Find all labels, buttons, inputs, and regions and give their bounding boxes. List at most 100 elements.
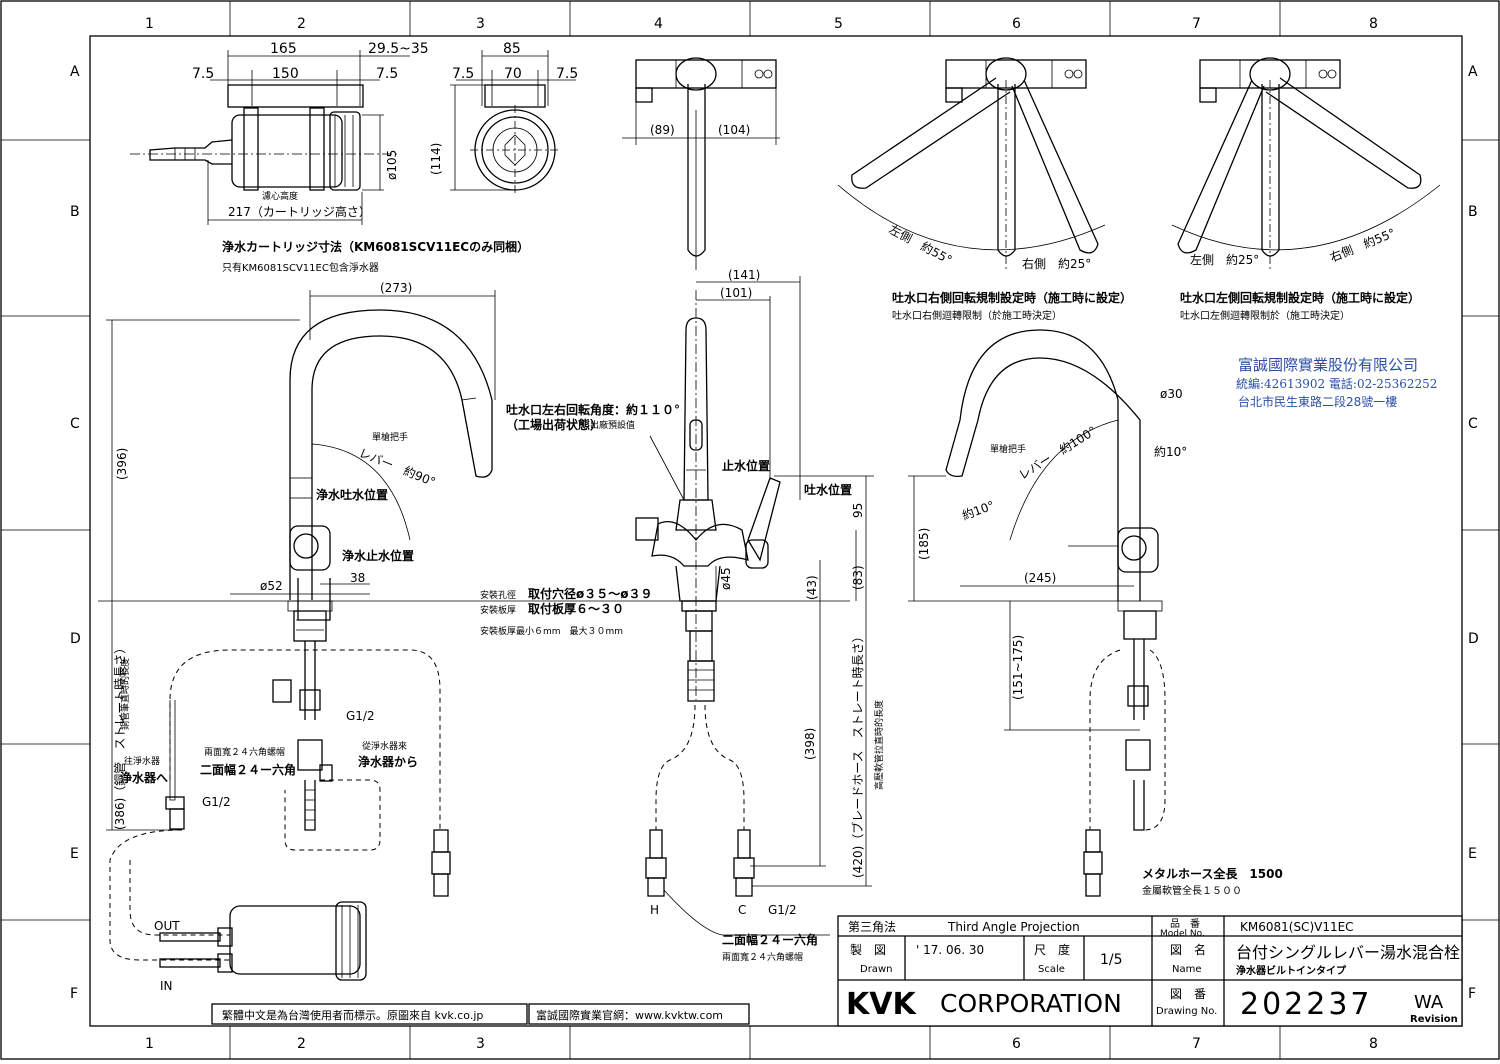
row-label: F: [1468, 986, 1476, 1002]
drawing-label-jp: 図 番: [1170, 987, 1206, 1001]
col-label: 2: [297, 16, 306, 32]
col-label: 8: [1369, 16, 1378, 32]
revision-code: WA: [1414, 992, 1444, 1013]
dim-label: (104): [718, 123, 750, 137]
hole-label: 取付穴径ø３５～ø３９: [528, 586, 653, 601]
thread-label: G1/2: [768, 903, 797, 917]
dim-label: (101): [720, 286, 752, 300]
dim-label: ø30: [1160, 387, 1183, 401]
dealer-address: 台北市民生東路二段28號一樓: [1238, 394, 1397, 409]
faucet-top-view: (89) (104): [622, 57, 780, 270]
row-label: D: [1468, 631, 1479, 647]
hose-length-tw: 金屬軟管全長１５００: [1142, 884, 1242, 897]
faucet-side-view: (273) (396) 單槍把手 レバー 約90° 浄水吐水位置 浄水止水位置 …: [98, 281, 850, 993]
right-limit-caption: 吐水口右側回転規制設定時（施工時に設定）: [892, 290, 1132, 305]
left-rotation-limit-view: 左側 約25° 右側 約55° 吐水口左側回転規制設定時（施工時に設定） 吐水口…: [1171, 57, 1441, 322]
flow-position-label: 吐水位置: [804, 482, 852, 497]
dim-label: 95: [851, 503, 865, 518]
dim-label: (185): [917, 528, 931, 560]
braided-note-tw: 高壓軟管拉直時的長度: [873, 700, 885, 790]
title-block: 第三角法 Third Angle Projection 品 番 Model No…: [837, 915, 1463, 1027]
from-filter-label: 浄水器から: [358, 754, 418, 769]
stop-position-label: 止水位置: [722, 458, 770, 473]
col-label: 6: [1012, 1036, 1021, 1052]
row-label: C: [1468, 416, 1478, 432]
row-label: C: [70, 416, 80, 432]
dim-label: (43): [805, 575, 819, 600]
dim-label: (420)（ブレードホース ストレート時長さ）: [850, 630, 865, 878]
dim-label: 85: [503, 41, 521, 57]
lever-angle: レバー 約100°: [1016, 423, 1099, 483]
row-labels-right: A B C D E F: [1468, 64, 1479, 1002]
row-label: F: [70, 986, 78, 1002]
dealer-phone: 統編:42613902 電話:02-25362252: [1236, 376, 1437, 391]
spout-angle-label: 吐水口左右回転角度：約１１０°: [506, 402, 680, 417]
cold-label: C: [738, 903, 746, 917]
out-label: OUT: [154, 919, 180, 933]
lever-note-tw: 單槍把手: [990, 443, 1026, 455]
row-label: B: [1468, 204, 1478, 220]
hex-label: 二面幅２４ー六角: [722, 932, 818, 947]
plate-label: 取付板厚６～３０: [528, 601, 624, 616]
col-label: 1: [145, 16, 154, 32]
thread-label: G1/2: [202, 795, 231, 809]
spout-factory-label: （工場出荷状態）: [506, 417, 602, 432]
col-label: 7: [1192, 1036, 1201, 1052]
product-subtitle: 浄水器ビルトインタイプ: [1236, 964, 1347, 977]
col-label: 3: [476, 16, 485, 32]
cartridge-caption-tw: 只有KM6081SCV11EC包含淨水器: [222, 261, 379, 274]
corporation-label: CORPORATION: [940, 989, 1122, 1018]
to-filter-tw: 往淨水器: [124, 755, 160, 767]
cartridge-view: 165 29.5~35 7.5 150 7.5 ø105 濾心高度 217（カー…: [130, 41, 578, 274]
dim-label: 70: [504, 66, 522, 82]
hex-note-tw: 兩面寬２４六角螺帽: [722, 951, 803, 963]
column-labels-top: 1 2 3 4 5 6 7 8: [145, 16, 1378, 32]
name-label-en: Name: [1172, 964, 1202, 975]
row-label: B: [70, 204, 80, 220]
col-label: 3: [476, 1036, 485, 1052]
dealer-name: 富誠國際實業股份有限公司: [1238, 356, 1418, 374]
dim-label: 165: [270, 41, 297, 57]
dim-label: (83): [851, 565, 865, 590]
scale-label-jp: 尺 度: [1034, 942, 1070, 957]
hex-note-tw: 兩面寬２４六角螺帽: [204, 746, 285, 758]
hole-note-tw: 安裝孔徑: [480, 589, 516, 601]
right-rotation-limit-view: 左側 約55° 右側 約25° 吐水口右側回転規制設定時（施工時に設定） 吐水口…: [837, 57, 1132, 322]
angle-label: 右側 約55°: [1328, 225, 1398, 265]
spout-factory-tw: 出廠預設值: [590, 419, 635, 431]
row-label: A: [1468, 64, 1478, 80]
model-number: KM6081(SC)V11EC: [1240, 920, 1354, 934]
dim-label: (151~175): [1011, 635, 1025, 700]
name-label-jp: 図 名: [1170, 942, 1206, 957]
dim-label: (245): [1024, 571, 1056, 585]
dealer-info: 富誠國際實業股份有限公司 統編:42613902 電話:02-25362252 …: [1236, 356, 1437, 409]
projection-jp: 第三角法: [848, 920, 896, 934]
dim-label: ø105: [385, 150, 399, 180]
drawn-label-jp: 製 図: [850, 943, 886, 957]
brand-logo: KVK: [846, 987, 917, 1022]
col-label: 2: [297, 1036, 306, 1052]
dim-label: (386)（銅管 ストレート時長さ）: [112, 642, 127, 830]
row-label: E: [1468, 846, 1477, 862]
dim-label: (398): [803, 728, 817, 760]
row-label: E: [70, 846, 79, 862]
scale-label-en: Scale: [1038, 964, 1065, 975]
angle-label: 左側 約55°: [887, 221, 955, 267]
plate-note-tw: 安裝板厚: [480, 604, 516, 616]
dim-label: 150: [272, 66, 299, 82]
col-label: 1: [145, 1036, 154, 1052]
dim-label: 217（カートリッジ高さ）: [228, 204, 371, 219]
dim-label: 7.5: [452, 66, 474, 82]
drawn-label-en: Drawn: [860, 964, 892, 975]
in-label: IN: [160, 979, 173, 993]
lever-angle: レバー 約90°: [357, 445, 438, 489]
dim-label: ø45: [719, 567, 733, 590]
dim-label: 7.5: [192, 66, 214, 82]
dim-label: (273): [380, 281, 412, 295]
model-label-en: Model No.: [1160, 929, 1205, 939]
col-label: 7: [1192, 16, 1201, 32]
col-label: 6: [1012, 16, 1021, 32]
